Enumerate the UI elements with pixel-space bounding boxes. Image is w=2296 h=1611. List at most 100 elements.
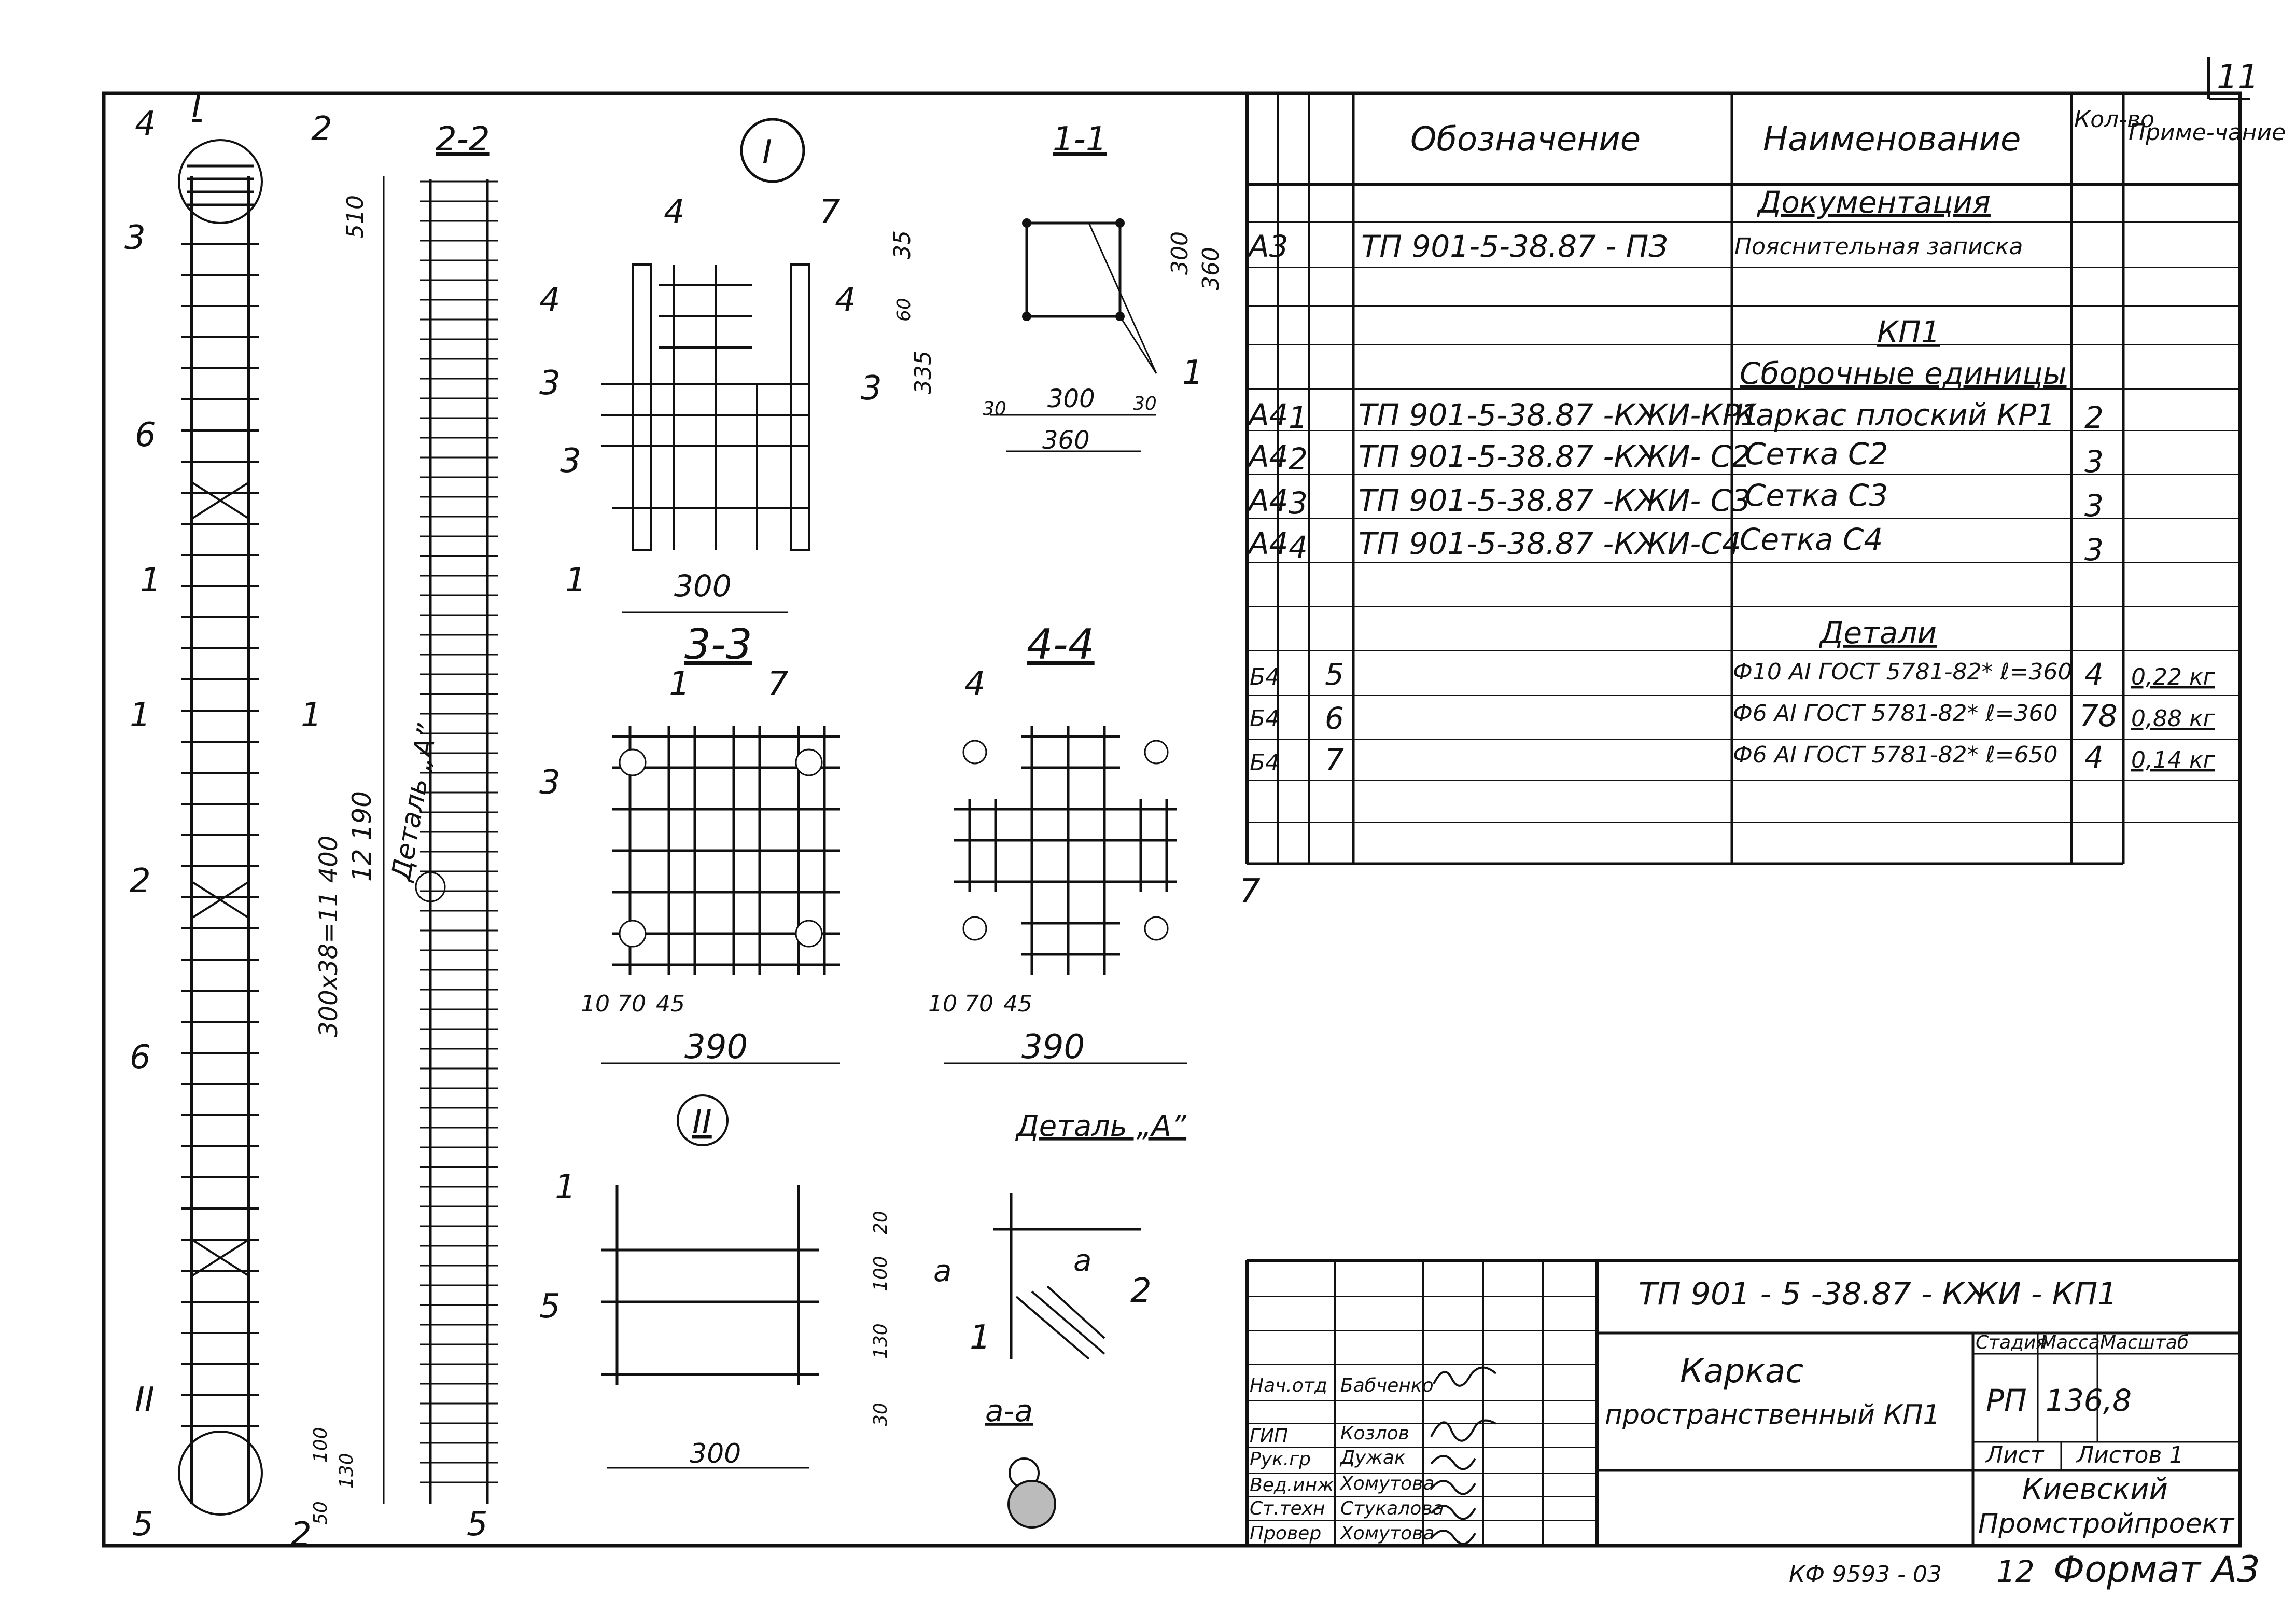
section-1-1-title: 1-1 — [1053, 120, 1107, 159]
detail-I-dim-300: 300 — [674, 568, 732, 604]
doc-format: А3 — [1247, 229, 1289, 264]
unit-format: А4 — [1247, 397, 1289, 433]
section-2-2: 2-2 Деталь „А” 12 190 5 1 — [347, 120, 586, 1544]
frame-elevation: 300х38=11 400 510 100 130 50 I 4 3 2 6 1… — [124, 87, 385, 1554]
section-1-1-dim-300-v: 300 — [1167, 231, 1193, 275]
section-3-3-dim-390: 390 — [684, 1028, 748, 1066]
org-line2: Промстройпроект — [1978, 1508, 2235, 1539]
section-1-1: 1-1 300 360 30 30 300 360 1 — [983, 120, 1224, 455]
detail-II-callout — [178, 1431, 263, 1516]
section-3-3-dim-70: 70 — [617, 991, 646, 1017]
title-block: Нач.отд Бабченко ГИП Козлов Рук.гр Дужак… — [1245, 1259, 2240, 1546]
part-note: 0,14 кг — [2131, 747, 2216, 773]
section-1-1-dim-300: 300 — [1047, 384, 1095, 413]
section-3-3-dim-45: 45 — [656, 991, 685, 1017]
sheets-label: Листов 1 — [2076, 1442, 2183, 1468]
detail-A-marker — [415, 871, 446, 902]
section-1-1-dim-360-v: 360 — [1198, 247, 1224, 290]
label-2: 2 — [130, 862, 151, 900]
section-mark-2-bottom: 2 — [290, 1516, 312, 1554]
mass-label: Масса — [2040, 1332, 2100, 1353]
specification-table: Обозначение Наименование Кол-во Приме-ча… — [1245, 93, 2286, 865]
detail-I-label-4: 4 — [664, 193, 685, 231]
part-qty: 4 — [2084, 740, 2104, 775]
section-3-3-title: 3-3 — [684, 620, 752, 669]
unit-format: А4 — [1247, 526, 1289, 561]
detail-II: II 300 20 100 130 30 1 5 — [539, 1094, 891, 1469]
section-2-2-title: 2-2 — [436, 120, 490, 159]
section-1-1-dim-360: 360 — [1042, 426, 1090, 455]
org-line1: Киевский — [2022, 1473, 2168, 1506]
detail-I-dim-335: 335 — [910, 351, 936, 394]
detail-A-label-2: 2 — [1130, 1272, 1152, 1310]
detail-II-dim-20: 20 — [870, 1211, 891, 1234]
header-note: Приме-чание — [2129, 119, 2286, 146]
person-name: Дужак — [1339, 1447, 1406, 1468]
part-qty: 4 — [2084, 657, 2104, 692]
section-mark-1-right: 1 — [301, 696, 322, 734]
role-label: ГИП — [1250, 1425, 1288, 1447]
detail-I-callout — [178, 139, 263, 224]
label-3: 3 — [124, 219, 146, 257]
detail-II-dim-100: 100 — [870, 1256, 891, 1291]
detail-A-label-1: 1 — [970, 1318, 991, 1357]
unit-format: А4 — [1247, 483, 1289, 518]
part-note: 0,88 кг — [2131, 705, 2216, 732]
detail-I: I 300 35 335 60 4 7 4 4 3 3 3 — [539, 118, 936, 613]
detail-II-label-1: 1 — [555, 1168, 576, 1206]
bottom-page: 12 — [1996, 1554, 2035, 1589]
mass-value: 136,8 — [2046, 1383, 2132, 1418]
header-designation: Обозначение — [1410, 120, 1641, 159]
section-4-4-title: 4-4 — [1027, 620, 1095, 669]
sheet-number: 11 — [2217, 58, 2259, 96]
section-a-a-title: а-а — [985, 1393, 1033, 1428]
unit-pos: 4 — [1289, 530, 1308, 565]
detail-I-label-3: 3 — [560, 442, 581, 480]
label-1: 1 — [140, 561, 161, 600]
section-4-4-dim-70: 70 — [964, 991, 993, 1017]
detail-A-title: Деталь „А” — [1015, 1109, 1187, 1143]
detail-A-mark-a-right: а — [1073, 1243, 1092, 1278]
person-name: Хомутова — [1339, 1473, 1434, 1494]
section-1-1-dim-30-left: 30 — [983, 398, 1006, 420]
signature-rows: Нач.отд Бабченко ГИП Козлов Рук.гр Дужак… — [1250, 1375, 1444, 1544]
section-3-3-label-7: 7 — [767, 665, 789, 703]
unit-designation: ТП 901-5-38.87 -КЖИ-С4 — [1359, 526, 1741, 561]
section-1-1-dim-30-right: 30 — [1133, 393, 1157, 414]
dim-100: 100 — [310, 1427, 331, 1463]
detail-I-section-3-right: 3 — [861, 369, 882, 408]
unit-format: А4 — [1247, 439, 1289, 474]
person-name: Стукалова — [1340, 1498, 1444, 1519]
section-2-2-label-1: 1 — [565, 561, 586, 600]
section-4-4-label-4: 4 — [964, 665, 986, 703]
part-format: Б4 — [1250, 749, 1280, 776]
bottom-code: КФ 9593 - 03 — [1789, 1561, 1942, 1588]
label-5: 5 — [132, 1505, 153, 1544]
detail-II-dim-130: 130 — [870, 1323, 891, 1359]
section-3-3-label-3: 3 — [539, 763, 561, 802]
title-line2: пространственный КП1 — [1605, 1399, 1940, 1431]
unit-qty: 3 — [2084, 444, 2104, 479]
unit-name: Каркас плоский КР1 — [1734, 397, 2055, 433]
title-line1: Каркас — [1680, 1352, 1803, 1391]
dim-50: 50 — [310, 1501, 331, 1525]
section-kp1: КП1 — [1877, 314, 1940, 350]
unit-qty: 3 — [2084, 532, 2104, 567]
detail-II-dim-300: 300 — [690, 1438, 741, 1469]
detail-A-mark: Деталь „А” — [385, 721, 444, 884]
format-label: Формат А3 — [2053, 1548, 2260, 1591]
detail-I-dim-60: 60 — [893, 298, 915, 322]
doc-designation: ТП 901-5-38.87 - ПЗ — [1361, 229, 1668, 264]
detail-II-dim-30: 30 — [870, 1402, 891, 1426]
part-pos: 5 — [1325, 657, 1344, 692]
label-6-top: 6 — [135, 416, 156, 454]
part-pos: 7 — [1325, 742, 1344, 777]
section-units: Сборочные единицы — [1740, 356, 2067, 391]
scale-label: Масштаб — [2100, 1332, 2189, 1353]
unit-qty: 2 — [2084, 400, 2104, 435]
section-1-1-label-1: 1 — [1182, 354, 1203, 392]
person-name: Хомутова — [1339, 1523, 1434, 1544]
role-label: Рук.гр — [1250, 1449, 1311, 1470]
document-code: ТП 901 - 5 -38.87 - КЖИ - КП1 — [1639, 1276, 2117, 1312]
